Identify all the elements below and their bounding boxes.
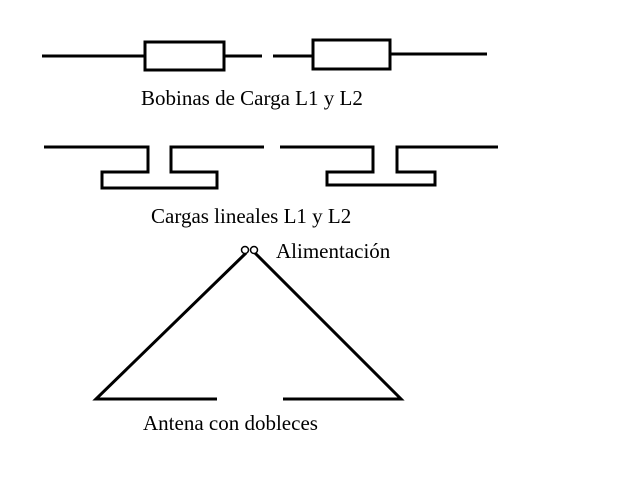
linear-load-l1-stub bbox=[44, 145, 264, 190]
antenna-right-leg bbox=[253, 251, 405, 401]
loading-coils-group bbox=[42, 38, 487, 72]
antenna-caption: Antena con dobleces bbox=[143, 411, 318, 435]
feed-caption: Alimentación bbox=[276, 239, 391, 263]
linear-loads-group bbox=[44, 145, 498, 190]
coil-l2-body bbox=[311, 38, 392, 71]
feed-terminal-right bbox=[249, 245, 259, 255]
bent-antenna-group bbox=[92, 245, 405, 401]
linear-loads-caption: Cargas lineales L1 y L2 bbox=[151, 204, 351, 228]
linear-load-l2-stub bbox=[280, 145, 498, 187]
feed-terminal-left bbox=[240, 245, 250, 255]
coils-caption: Bobinas de Carga L1 y L2 bbox=[141, 86, 363, 110]
coil-l1-body bbox=[143, 40, 226, 72]
antenna-left-leg bbox=[92, 251, 248, 401]
